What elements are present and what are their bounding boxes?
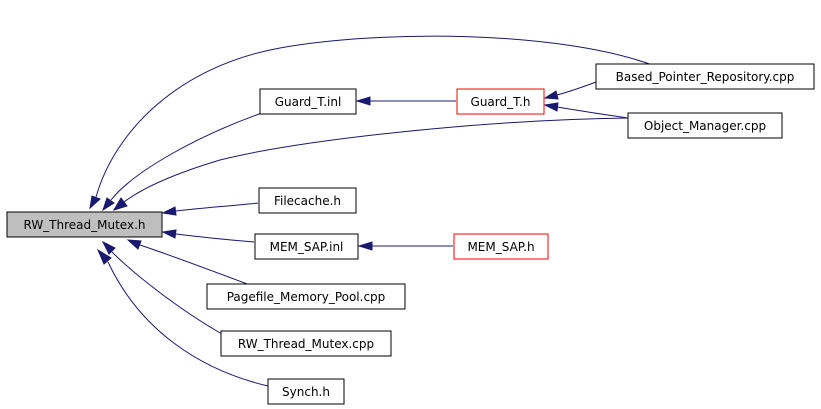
edge-mem-sap-inl-to-rw-thread-mutex-h <box>175 233 255 243</box>
edge-filecache-h-to-rw-thread-mutex-h <box>175 202 259 212</box>
arrowhead-based-pointer-to-guard-t-h <box>543 90 559 100</box>
arrowhead-object-manager-to-rw-thread-mutex <box>112 197 128 211</box>
arrowhead-pagefile-to-rw-thread-mutex <box>126 239 142 250</box>
edge-object-manager-to-guard-t-h <box>556 106 629 119</box>
arrowhead-mem-sap-inl-to-rw-thread-mutex <box>161 229 177 239</box>
arrowhead-rw-thread-mutex-cpp-to-rw-thread-mutex <box>101 240 116 255</box>
node-label: Guard_T.h <box>471 95 531 109</box>
node-mem-sap-h[interactable]: MEM_SAP.h <box>453 233 549 260</box>
arrowhead-synch-to-rw-thread-mutex <box>96 248 112 265</box>
node-label: Filecache.h <box>274 194 341 208</box>
arrowhead-based-pointer-to-rw-thread-mutex <box>89 195 101 210</box>
node-box-truncated <box>453 233 549 260</box>
node-rw-thread-mutex-cpp[interactable]: RW_Thread_Mutex.cpp <box>220 330 392 357</box>
node-pagefile-memory-pool-cpp[interactable]: Pagefile_Memory_Pool.cpp <box>206 283 406 310</box>
node-box <box>627 112 783 139</box>
node-label: Synch.h <box>282 385 330 399</box>
node-label: Guard_T.inl <box>275 95 342 109</box>
node-box <box>258 187 357 214</box>
node-label: MEM_SAP.h <box>467 240 534 254</box>
node-label: Object_Manager.cpp <box>644 119 766 133</box>
node-label: Based_Pointer_Repository.cpp <box>616 70 795 84</box>
node-box <box>259 88 357 115</box>
node-box <box>206 283 406 310</box>
node-rw-thread-mutex-h[interactable]: RW_Thread_Mutex.h <box>6 211 163 238</box>
node-box <box>595 63 815 90</box>
node-guard-t-h[interactable]: Guard_T.h <box>456 88 545 115</box>
node-guard-t-inl[interactable]: Guard_T.inl <box>259 88 357 115</box>
edge-based-pointer-repository-to-rw-thread-mutex-h <box>95 35 656 198</box>
node-synch-h[interactable]: Synch.h <box>267 378 345 405</box>
node-filecache-h[interactable]: Filecache.h <box>258 187 357 214</box>
node-box-truncated <box>456 88 545 115</box>
node-label: Pagefile_Memory_Pool.cpp <box>227 290 386 304</box>
node-box-focus <box>6 211 163 238</box>
arrowhead-guard-t-h-to-guard-t-inl <box>355 96 371 106</box>
node-label: RW_Thread_Mutex.h <box>23 218 145 232</box>
node-box <box>254 233 359 260</box>
arrowhead-object-manager-to-guard-t-h <box>543 102 559 112</box>
node-based-pointer-repository-cpp[interactable]: Based_Pointer_Repository.cpp <box>595 63 815 90</box>
node-label: RW_Thread_Mutex.cpp <box>238 337 374 351</box>
arrowhead-guard-t-inl-to-rw-thread-mutex <box>102 197 115 212</box>
node-mem-sap-inl[interactable]: MEM_SAP.inl <box>254 233 359 260</box>
node-object-manager-cpp[interactable]: Object_Manager.cpp <box>627 112 783 139</box>
node-label: MEM_SAP.inl <box>270 240 344 254</box>
edge-pagefile-memory-pool-to-rw-thread-mutex-h <box>139 244 251 286</box>
node-box <box>267 378 345 405</box>
arrowhead-filecache-to-rw-thread-mutex <box>161 206 177 216</box>
arrowhead-mem-sap-h-to-mem-sap-inl <box>357 241 373 251</box>
edge-guard-t-inl-to-rw-thread-mutex-h <box>110 112 263 201</box>
edges-layer <box>89 35 656 387</box>
edge-rw-thread-mutex-cpp-to-rw-thread-mutex-h <box>111 251 223 335</box>
node-box <box>220 330 392 357</box>
edge-based-pointer-repository-to-guard-t-h <box>556 81 597 96</box>
edge-object-manager-to-rw-thread-mutex-h <box>123 117 629 203</box>
edge-synch-h-to-rw-thread-mutex-h <box>107 261 269 387</box>
